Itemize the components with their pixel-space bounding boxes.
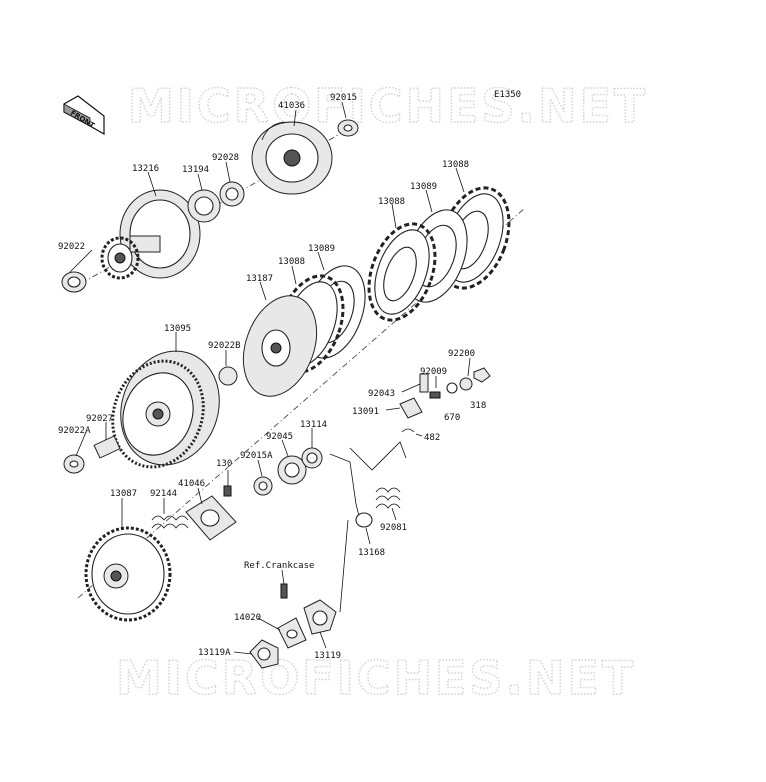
label-13088-rear[interactable]: 13088: [442, 160, 469, 170]
label-92028[interactable]: 92028: [212, 153, 239, 163]
label-13187[interactable]: 13187: [246, 274, 273, 284]
part-92144-spring: [151, 515, 189, 529]
label-92027[interactable]: 92027: [86, 414, 113, 424]
label-41036[interactable]: 41036: [278, 101, 305, 111]
part-13216-housing: [100, 189, 201, 280]
label-13088-front[interactable]: 13088: [278, 257, 305, 267]
part-92009-screw: [429, 391, 441, 399]
part-13168-lever: [329, 441, 407, 613]
label-92045[interactable]: 92045: [266, 432, 293, 442]
part-318-nut: [473, 367, 491, 383]
part-92015-washer: [337, 119, 359, 137]
label-92022A[interactable]: 92022A: [58, 426, 91, 436]
part-670-ring: [446, 382, 458, 394]
part-41046-plate: [185, 495, 237, 541]
label-13089-front[interactable]: 13089: [308, 244, 335, 254]
label-13216[interactable]: 13216: [132, 164, 159, 174]
label-670[interactable]: 670: [444, 413, 460, 423]
part-92043-pin: [419, 373, 429, 393]
part-13087-gear: [84, 526, 172, 622]
part-13119A-cam: [249, 639, 279, 669]
label-ref-crankcase[interactable]: Ref.Crankcase: [244, 561, 314, 571]
label-92043[interactable]: 92043: [368, 389, 395, 399]
part-92022-washer: [61, 271, 87, 293]
label-92144[interactable]: 92144: [150, 489, 177, 499]
label-92009[interactable]: 92009: [420, 367, 447, 377]
part-92028-bearing: [219, 181, 245, 207]
label-92081[interactable]: 92081: [380, 523, 407, 533]
label-92022B[interactable]: 92022B: [208, 341, 241, 351]
label-482[interactable]: 482: [424, 433, 440, 443]
label-13088-mid[interactable]: 13088: [378, 197, 405, 207]
part-13194-bearing: [187, 189, 221, 223]
label-92022[interactable]: 92022: [58, 242, 85, 252]
label-13194[interactable]: 13194: [182, 165, 209, 175]
label-13119A[interactable]: 13119A: [198, 648, 231, 658]
part-13091-block: [399, 397, 423, 419]
part-482-clip: [401, 428, 415, 433]
part-92027-sleeve: [93, 435, 121, 459]
label-41046[interactable]: 41046: [178, 479, 205, 489]
part-92045-bearing: [277, 455, 307, 485]
part-130-bolt: [223, 485, 232, 497]
part-92200-washer: [459, 377, 473, 391]
label-92015[interactable]: 92015: [330, 93, 357, 103]
label-92015A[interactable]: 92015A: [240, 451, 273, 461]
part-13114-collar: [301, 447, 323, 469]
part-13187-pressure-plate: [242, 295, 318, 397]
part-ref-crankcase-bolt: [280, 583, 288, 599]
label-13087[interactable]: 13087: [110, 489, 137, 499]
part-41036-shoe: [251, 121, 333, 195]
part-92022B-washer: [218, 366, 238, 386]
part-13088-plate-mid: [367, 222, 437, 322]
label-13119[interactable]: 13119: [314, 651, 341, 661]
diagram-code: E1350: [494, 90, 521, 100]
part-14020-bracket: [277, 617, 307, 649]
label-92200[interactable]: 92200: [448, 349, 475, 359]
label-13114[interactable]: 13114: [300, 420, 327, 430]
label-13168[interactable]: 13168: [358, 548, 385, 558]
part-92081-spring: [375, 487, 401, 509]
label-13095[interactable]: 13095: [164, 324, 191, 334]
label-130[interactable]: 130: [216, 459, 232, 469]
label-13091[interactable]: 13091: [352, 407, 379, 417]
part-92022A-washer: [63, 454, 85, 474]
label-13089-rear[interactable]: 13089: [410, 182, 437, 192]
leader-lines: [69, 101, 471, 655]
part-13119-cam: [303, 599, 337, 635]
part-92015A-washer: [253, 476, 273, 496]
part-13095-outer-hub: [111, 350, 220, 469]
label-318[interactable]: 318: [470, 401, 486, 411]
label-14020[interactable]: 14020: [234, 613, 261, 623]
watermark-bottom: MICROFICHES.NET: [116, 651, 636, 705]
front-arrow-icon: FRONT: [63, 95, 105, 136]
watermark-top: MICROFICHES.NET: [128, 79, 648, 133]
